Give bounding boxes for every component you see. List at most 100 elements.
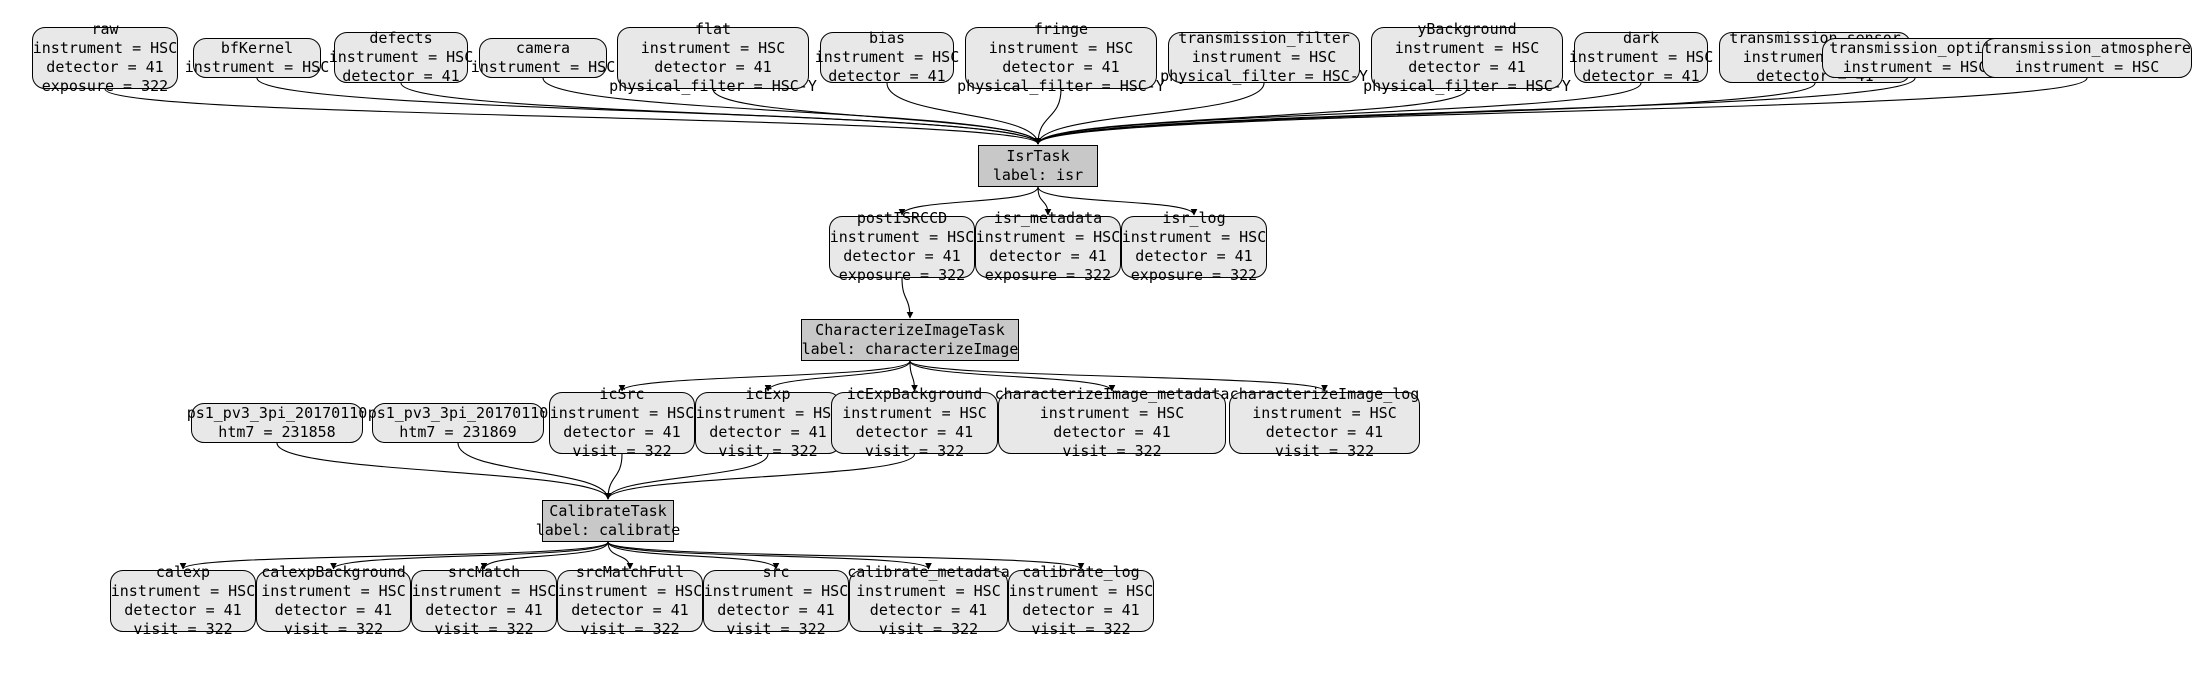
node-title: icExpBackground xyxy=(846,385,983,403)
node-title: CalibrateTask xyxy=(549,502,667,520)
node-attr: htm7 = 231869 xyxy=(399,423,517,441)
node-title: bfKernel xyxy=(220,39,294,57)
node-title: fringe xyxy=(1033,20,1089,38)
node-attr: instrument = HSC xyxy=(1842,58,1988,76)
node-title: raw xyxy=(91,20,119,38)
node-attr: instrument = HSC xyxy=(261,582,406,600)
node-attr: physical_filter = HSC-Y xyxy=(957,77,1165,95)
edge-fringe-to-IsrTask xyxy=(1034,88,1062,145)
node-title: srcMatchFull xyxy=(575,563,685,581)
node-title: calexpBackground xyxy=(261,563,406,581)
node-attr: visit = 322 xyxy=(864,442,965,460)
node-attr: instrument = HSC xyxy=(640,39,786,57)
node-title: defects xyxy=(369,29,433,47)
node-attr: instrument = HSC xyxy=(110,582,256,600)
node-attr: label: calibrate xyxy=(535,521,681,539)
node-attr: instrument = HSC xyxy=(856,582,1001,600)
node-attr: instrument = HSC xyxy=(32,39,178,57)
node-attr: instrument = HSC xyxy=(1008,582,1154,600)
node-title: isr_log xyxy=(1162,209,1226,227)
node-attr: physical_filter = HSC-Y xyxy=(1160,67,1368,85)
node-attr: detector = 41 xyxy=(989,247,1107,265)
node-attr: detector = 41 xyxy=(843,247,961,265)
node-title: calibrate_log xyxy=(1022,563,1140,581)
node-attr: detector = 41 xyxy=(1265,423,1384,441)
node-attr: instrument = HSC xyxy=(829,228,975,246)
node-attr: instrument = HSC xyxy=(975,228,1121,246)
node-attr: label: characterizeImage xyxy=(801,340,1019,358)
node-title: postISRCCD xyxy=(856,209,948,227)
node-attr: label: isr xyxy=(992,166,1084,184)
node-attr: exposure = 322 xyxy=(984,266,1112,284)
node-title: CharacterizeImageTask xyxy=(815,321,1005,339)
node-title: icSrc xyxy=(599,385,645,403)
node-title: src xyxy=(762,563,790,581)
node-title: camera xyxy=(515,39,571,57)
node-attr: detector = 41 xyxy=(274,601,393,619)
node-attr: visit = 322 xyxy=(726,620,826,638)
node-attr: instrument = HSC xyxy=(1394,39,1540,57)
node-attr: instrument = HSC xyxy=(1121,228,1267,246)
node-attr: instrument = HSC xyxy=(703,582,849,600)
node-attr: detector = 41 xyxy=(855,423,974,441)
node-title: calibrate_metadata xyxy=(847,563,1010,581)
node-title: transmission_optics xyxy=(1829,39,2001,57)
node-attr: visit = 322 xyxy=(283,620,384,638)
node-title: bias xyxy=(868,29,906,47)
node-attr: instrument = HSC xyxy=(814,48,960,66)
edge-yBackground-to-IsrTask xyxy=(1034,88,1468,145)
node-attr: visit = 322 xyxy=(718,442,818,460)
node-title: transmission_atmosphere xyxy=(1983,39,2191,57)
node-attr: instrument = HSC xyxy=(557,582,703,600)
node-attr: instrument = HSC xyxy=(2014,58,2160,76)
edge-raw-to-IsrTask xyxy=(104,88,1042,145)
node-attr: detector = 41 xyxy=(124,601,242,619)
node-attr: exposure = 322 xyxy=(41,77,169,95)
node-attr: exposure = 322 xyxy=(838,266,966,284)
node-attr: htm7 = 231858 xyxy=(218,423,336,441)
node-attr: instrument = HSC xyxy=(470,58,616,76)
node-attr: detector = 41 xyxy=(709,423,827,441)
node-title: ps1_pv3_3pi_20170110 xyxy=(186,404,368,422)
node-attr: instrument = HSC xyxy=(328,48,474,66)
node-attr: instrument = HSC xyxy=(1568,48,1714,66)
node-attr: detector = 41 xyxy=(1022,601,1140,619)
node-attr: detector = 41 xyxy=(869,601,988,619)
node-title: flat xyxy=(694,20,732,38)
node-attr: detector = 41 xyxy=(1582,67,1700,85)
node-title: dark xyxy=(1622,29,1660,47)
